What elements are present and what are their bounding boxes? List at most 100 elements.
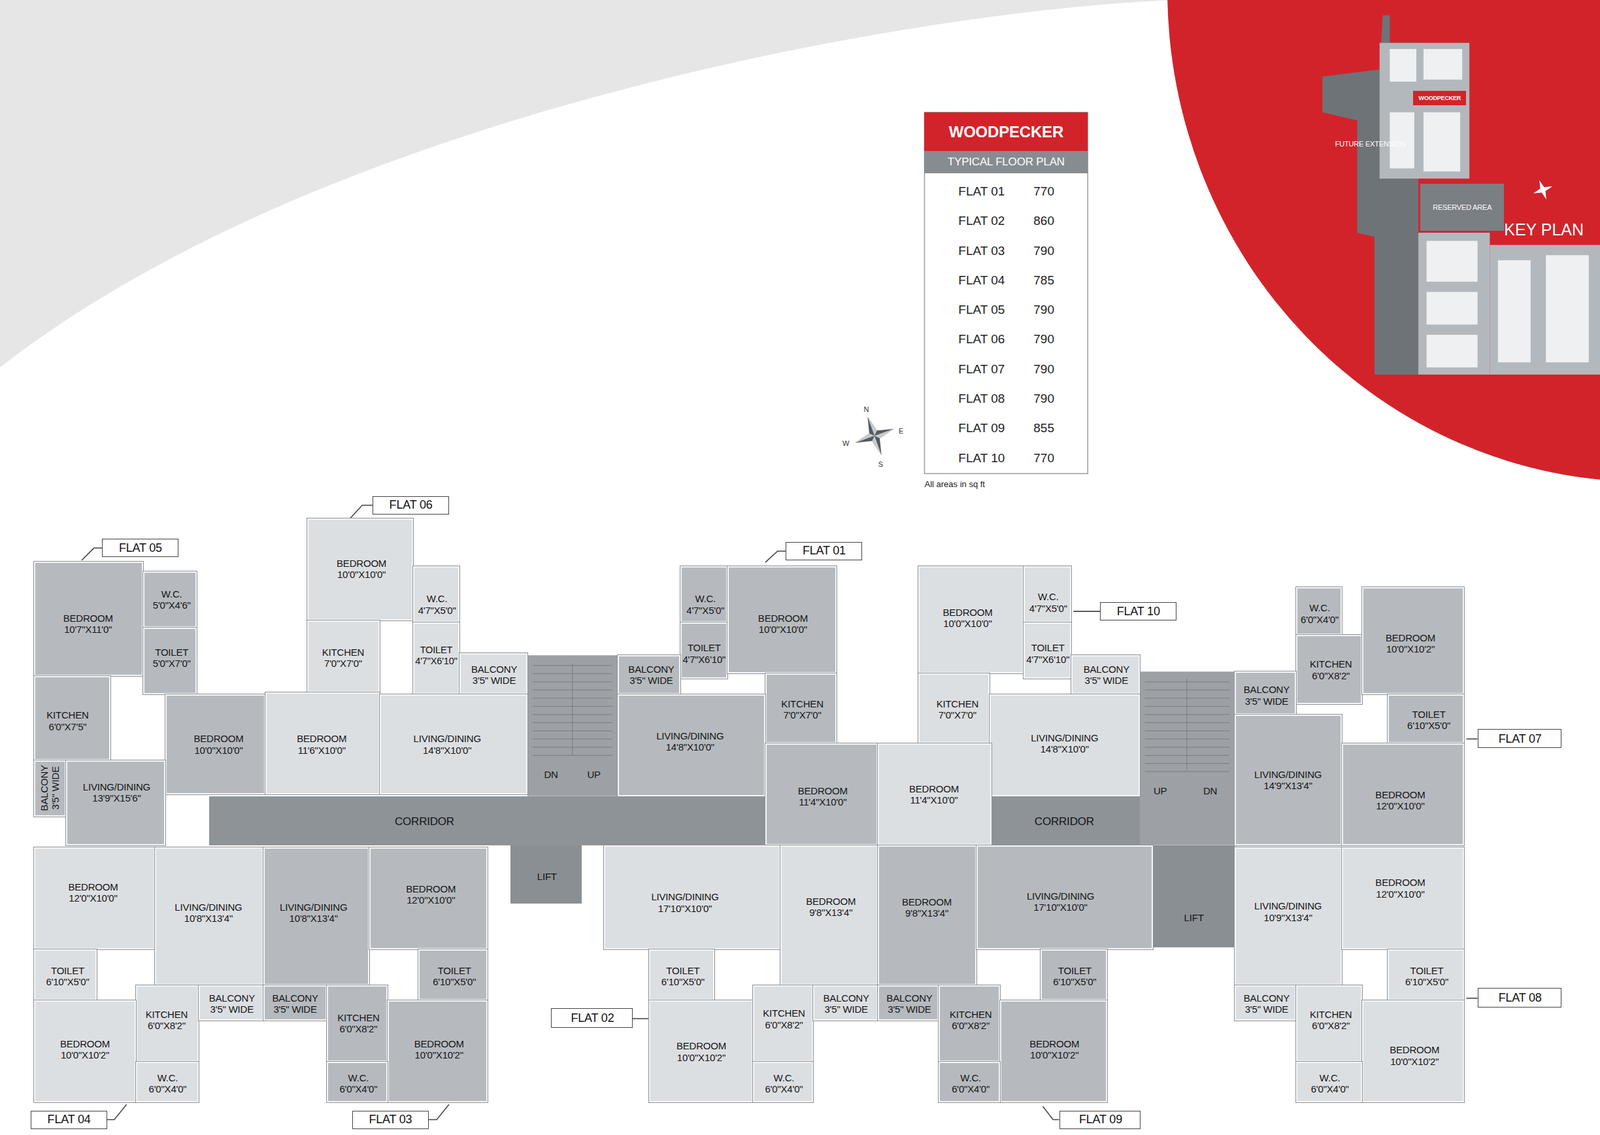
flat-callout-text: FLAT 04	[47, 1112, 91, 1127]
text-group: BEDROOM12'0"X10'0"	[405, 883, 456, 906]
text-group: LIVING/DINING10'8"X13'4"	[174, 901, 242, 925]
text-group: BEDROOM10'0"X10'2"	[1385, 632, 1436, 655]
room-name: KITCHEN	[46, 709, 89, 721]
room: BEDROOM10'0"X10'0"	[918, 566, 1024, 674]
text-group: W.C.6'0"X4'0"	[764, 1071, 803, 1095]
room: LIVING/DINING10'8"X13'4"	[154, 847, 263, 985]
text-group: BEDROOM10'0"X10'0"	[758, 612, 808, 636]
room: BEDROOM12'0"X10'0"	[369, 847, 488, 950]
room-name: KITCHEN	[1309, 658, 1352, 670]
room: BEDROOM10'7"X11'0"	[33, 561, 144, 676]
text-group: BEDROOM10'7"X11'0"	[63, 612, 114, 636]
room-name: TOILET	[1407, 708, 1451, 720]
staircase: UPDN	[1139, 671, 1235, 845]
key-plan-zone: RESERVED AREA	[1420, 183, 1504, 231]
room: TOILET6'10"X5'0"	[418, 949, 488, 1000]
room-name: BEDROOM	[942, 606, 993, 618]
text-group: KITCHEN6'0"X8'2"	[1309, 658, 1352, 682]
room-size: 10'0"X10'0"	[942, 617, 993, 629]
room-size: 10'0"X10'2"	[60, 1049, 110, 1061]
room-size: 9'8"X13'4"	[805, 906, 856, 918]
text-group: KITCHEN6'0"X8'2"	[145, 1008, 188, 1032]
room-name: LIVING/DINING	[174, 901, 242, 913]
text-group: LIVING/DINING14'8"X10'0"	[656, 730, 724, 753]
room-size: 10'0"X10'2"	[676, 1051, 727, 1063]
room-size: 12'0"X10'0"	[405, 894, 456, 906]
room-size: 6'0"X8'2"	[145, 1019, 188, 1031]
room-size: 10'0"X10'0"	[193, 744, 244, 756]
room-name: W.C.	[1029, 590, 1068, 602]
room-name: TOILET	[1405, 964, 1449, 976]
room-size: 7'0"X7'0"	[322, 657, 365, 669]
room: BALCONY3'5" WIDE	[1071, 654, 1140, 694]
room-size: 10'0"X10'0"	[758, 623, 808, 635]
room-name: BALCONY	[823, 992, 870, 1004]
text-group: KITCHEN7'0"X7'0"	[936, 698, 979, 721]
room: LIVING/DINING14'8"X10'0"	[379, 694, 528, 795]
room-name: KITCHEN	[949, 1008, 992, 1020]
room-size: 9'8"X13'4"	[901, 907, 952, 919]
area-table	[924, 112, 1088, 474]
room: KITCHEN6'0"X8'2"	[326, 984, 389, 1062]
key-plan-title: KEY PLAN	[1503, 220, 1584, 240]
text-group: BEDROOM11'6"X10'0"	[296, 732, 347, 756]
room-size: 6'10"X5'0"	[1407, 719, 1451, 731]
room: BEDROOM10'0"X10'0"	[307, 518, 414, 621]
room-name: W.C.	[686, 592, 725, 604]
room-size: 14'8"X10'0"	[656, 741, 724, 753]
room-size: 6'10"X5'0"	[432, 975, 476, 987]
room: BALCONY3'5" WIDE	[459, 652, 529, 694]
flat-callout: FLAT 09	[1059, 1110, 1142, 1129]
table-cell: 770	[1033, 451, 1055, 466]
table-cell: 770	[1033, 184, 1055, 199]
text-group: W.C.4'7"X5'0"	[686, 592, 725, 616]
text-group: BALCONY3'5" WIDE	[1083, 663, 1130, 687]
key-plan-zone-text: FUTURE EXTENSION	[1335, 139, 1406, 149]
room-size: 3'5" WIDE	[886, 1003, 933, 1015]
text-group: W.C.4'7"X5'0"	[1029, 590, 1068, 614]
text-group: LIFT	[537, 870, 557, 882]
text-group: BEDROOM11'4"X10'0"	[909, 783, 959, 806]
room: BEDROOM12'0"X10'0"	[1341, 847, 1465, 950]
room-size: 5'0"X4'6"	[152, 599, 191, 611]
flat-callout: FLAT 10	[1100, 601, 1177, 621]
room: TOILET5'0"X7'0"	[143, 627, 198, 694]
text-group: TOILET6'10"X5'0"	[45, 964, 89, 988]
text-group: BALCONY3'5" WIDE	[628, 663, 674, 687]
room-size: 6'0"X4'0"	[339, 1083, 378, 1095]
text-group: LIVING/DINING14'8"X10'0"	[413, 732, 482, 756]
room-name: BALCONY	[471, 663, 517, 675]
room-name: TOILET	[152, 646, 191, 658]
room-name: KITCHEN	[322, 646, 365, 658]
room-size: 4'7"X5'0"	[418, 604, 457, 616]
text-group: W.C.4'7"X5'0"	[418, 592, 457, 616]
lift: LIFT	[510, 845, 582, 904]
stair-direction: DN	[1203, 784, 1217, 797]
flat-callout: FLAT 04	[30, 1110, 108, 1129]
room-name: W.C.	[951, 1071, 990, 1084]
room-size: 14'9"X13'4"	[1254, 779, 1322, 791]
room-name: BEDROOM	[60, 1037, 110, 1050]
room-size: 13'9"X15'6"	[83, 792, 151, 804]
room-size: 6'10"X5'0"	[1052, 975, 1097, 987]
corridor: CORRIDOR	[209, 796, 766, 846]
flat-callout-text: FLAT 05	[118, 541, 163, 555]
room: LIVING/DINING14'8"X10'0"	[989, 694, 1140, 797]
room-name: LIVING/DINING	[413, 732, 482, 744]
compass-rose	[848, 409, 901, 463]
room-name: LIVING/DINING	[279, 901, 348, 913]
room: KITCHEN6'0"X7'5"	[33, 675, 111, 761]
text-group: FLAT 01	[802, 543, 846, 558]
room-size: 10'7"X11'0"	[63, 623, 114, 635]
room-name: TOILET	[1052, 964, 1097, 976]
compass-letter: S	[878, 460, 884, 468]
text-group: LIVING/DINING13'9"X15'6"	[83, 781, 151, 804]
room: W.C.4'7"X5'0"	[1023, 566, 1072, 623]
room: LIVING/DINING14'8"X10'0"	[617, 694, 766, 797]
room-size: 6'0"X8'2"	[337, 1022, 380, 1034]
room-name: TOILET	[1026, 641, 1070, 653]
table-cell: FLAT 01	[958, 184, 1005, 199]
table-cell: FLAT 06	[958, 332, 1005, 347]
room: W.C.6'0"X4'0"	[135, 1061, 200, 1102]
room-size: 3'5" WIDE	[1083, 674, 1130, 686]
